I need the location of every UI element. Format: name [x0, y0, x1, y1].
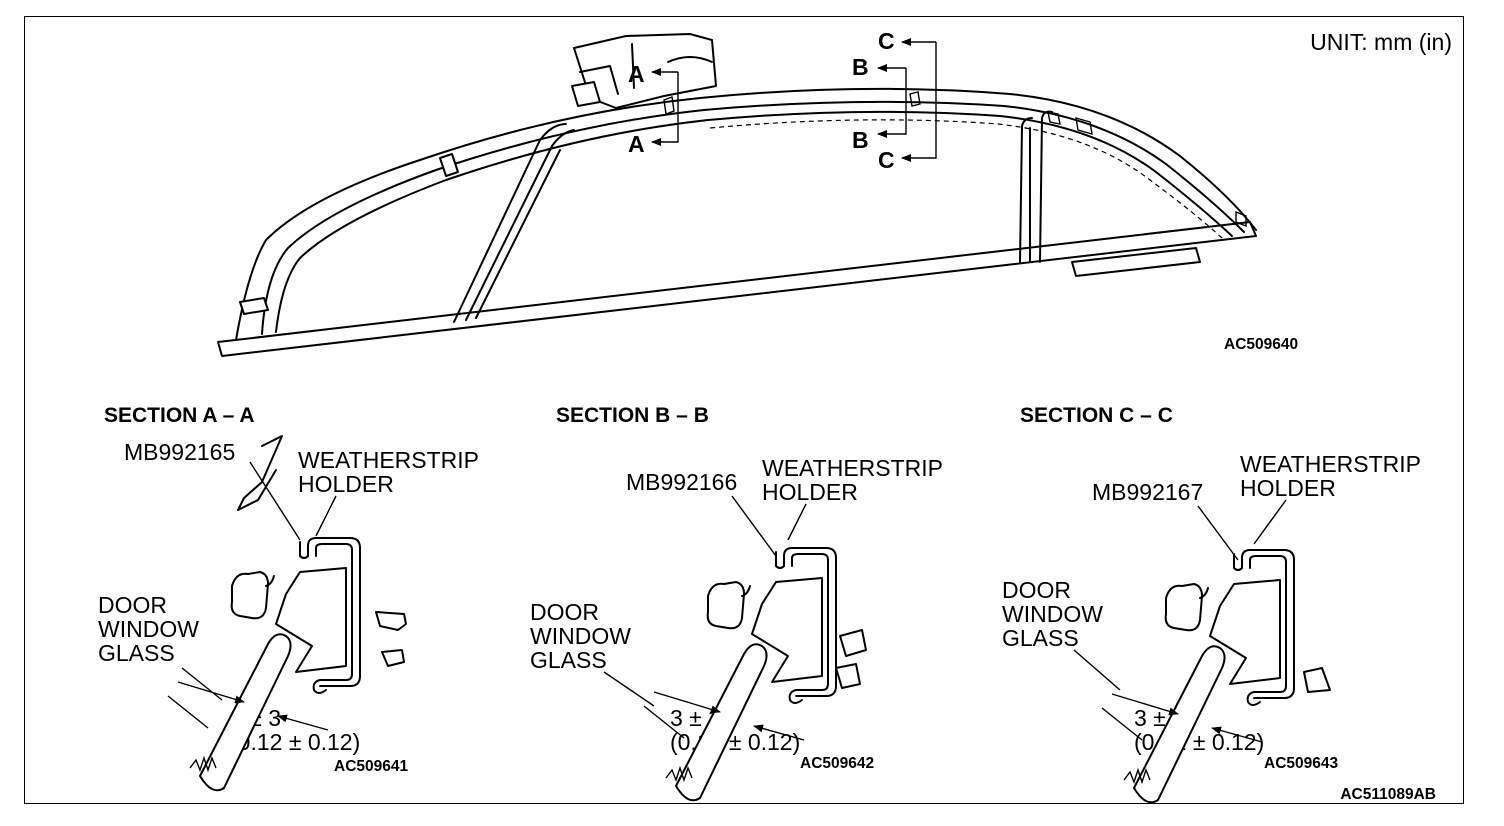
- marker-a-bottom: A: [628, 131, 645, 157]
- section-b-glass-2: WINDOW: [530, 623, 631, 649]
- section-b-glass-3: GLASS: [530, 647, 607, 673]
- section-a-dim-in: (0.12 ± 0.12): [230, 729, 360, 755]
- section-a-glass-2: WINDOW: [98, 616, 199, 642]
- section-b-holder-2: HOLDER: [762, 479, 858, 505]
- marker-c-top: C: [878, 28, 895, 54]
- door-frame-illustration: [217, 33, 1257, 357]
- section-c-glass-3: GLASS: [1002, 625, 1079, 651]
- section-a-glass-3: GLASS: [98, 640, 175, 666]
- section-a-holder-2: HOLDER: [298, 471, 394, 497]
- section-b-title: SECTION B – B: [556, 404, 709, 427]
- marker-a-top: A: [628, 61, 645, 87]
- section-a-title: SECTION A – A: [104, 404, 255, 427]
- section-a-glass-1: DOOR: [98, 592, 167, 618]
- section-c-tool: MB992167: [1092, 479, 1203, 505]
- section-b-glass-1: DOOR: [530, 599, 599, 625]
- section-markers: [651, 38, 937, 162]
- marker-c-bottom: C: [878, 147, 895, 173]
- section-a-code: AC509641: [334, 758, 408, 775]
- section-a-tool: MB992165: [124, 439, 235, 465]
- section-b-code: AC509642: [800, 755, 874, 772]
- section-a-holder-1: WEATHERSTRIP: [298, 447, 479, 473]
- section-b-holder-1: WEATHERSTRIP: [762, 455, 943, 481]
- marker-b-bottom: B: [852, 127, 869, 153]
- section-b-tool: MB992166: [626, 469, 737, 495]
- marker-b-top: B: [852, 54, 869, 80]
- unit-label: UNIT: mm (in): [1310, 29, 1452, 55]
- section-c-glass-2: WINDOW: [1002, 601, 1103, 627]
- section-c-holder-2: HOLDER: [1240, 475, 1336, 501]
- section-b: SECTION B – B MB992166 WEATHERSTRIP HOLD…: [530, 404, 943, 800]
- figure-code: AC511089AB: [1340, 786, 1436, 803]
- section-a: SECTION A – A MB992165 WEATHERSTRIP HOLD…: [98, 404, 479, 790]
- section-c-title: SECTION C – C: [1020, 404, 1173, 427]
- section-c-holder-1: WEATHERSTRIP: [1240, 451, 1421, 477]
- section-c-glass-1: DOOR: [1002, 577, 1071, 603]
- section-c: SECTION C – C MB992167 WEATHERSTRIP HOLD…: [1002, 404, 1421, 802]
- section-c-code: AC509643: [1264, 755, 1338, 772]
- main-view-code: AC509640: [1224, 336, 1298, 353]
